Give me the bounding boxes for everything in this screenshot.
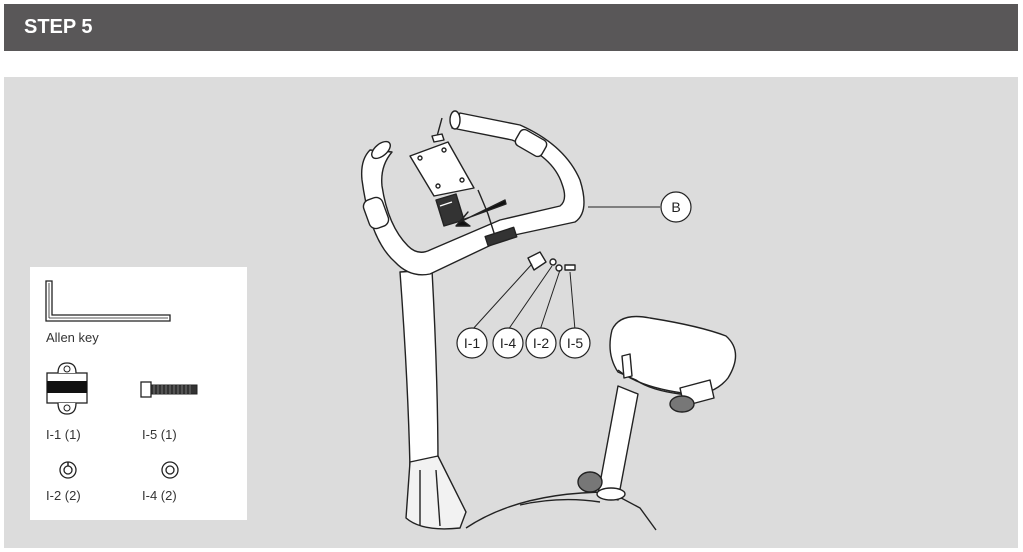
bolt-icon: [140, 381, 198, 398]
step-header: STEP 5: [4, 4, 1018, 51]
callout-i2-label: I-2: [533, 335, 550, 351]
allen-key-label: Allen key: [46, 330, 99, 345]
callout-i1-circle: [456, 327, 488, 359]
step-title: STEP 5: [24, 16, 93, 38]
callout-i4-label: I-4: [500, 335, 517, 351]
callout-i2-circle: [525, 327, 557, 359]
spring-washer-icon: [59, 461, 77, 479]
callout-i1-label: I-1: [464, 335, 481, 351]
allen-key-icon: [45, 280, 171, 322]
part-i1-label: I-1 (1): [46, 427, 81, 442]
part-i5-label: I-5 (1): [142, 427, 177, 442]
callout-i5-circle: [559, 327, 591, 359]
callout-i5-label: I-5: [567, 335, 584, 351]
flat-washer-icon: [161, 461, 179, 479]
callout-b-label: B: [671, 199, 680, 215]
part-i4-label: I-4 (2): [142, 488, 177, 503]
parts-box: Allen key I-1 (1) I-5 (1) I-2 (2) I-4 (2…: [30, 267, 247, 520]
clamp-icon: [46, 362, 88, 415]
part-i2-label: I-2 (2): [46, 488, 81, 503]
callout-i4-circle: [492, 327, 524, 359]
callout-b-circle: [660, 191, 692, 223]
